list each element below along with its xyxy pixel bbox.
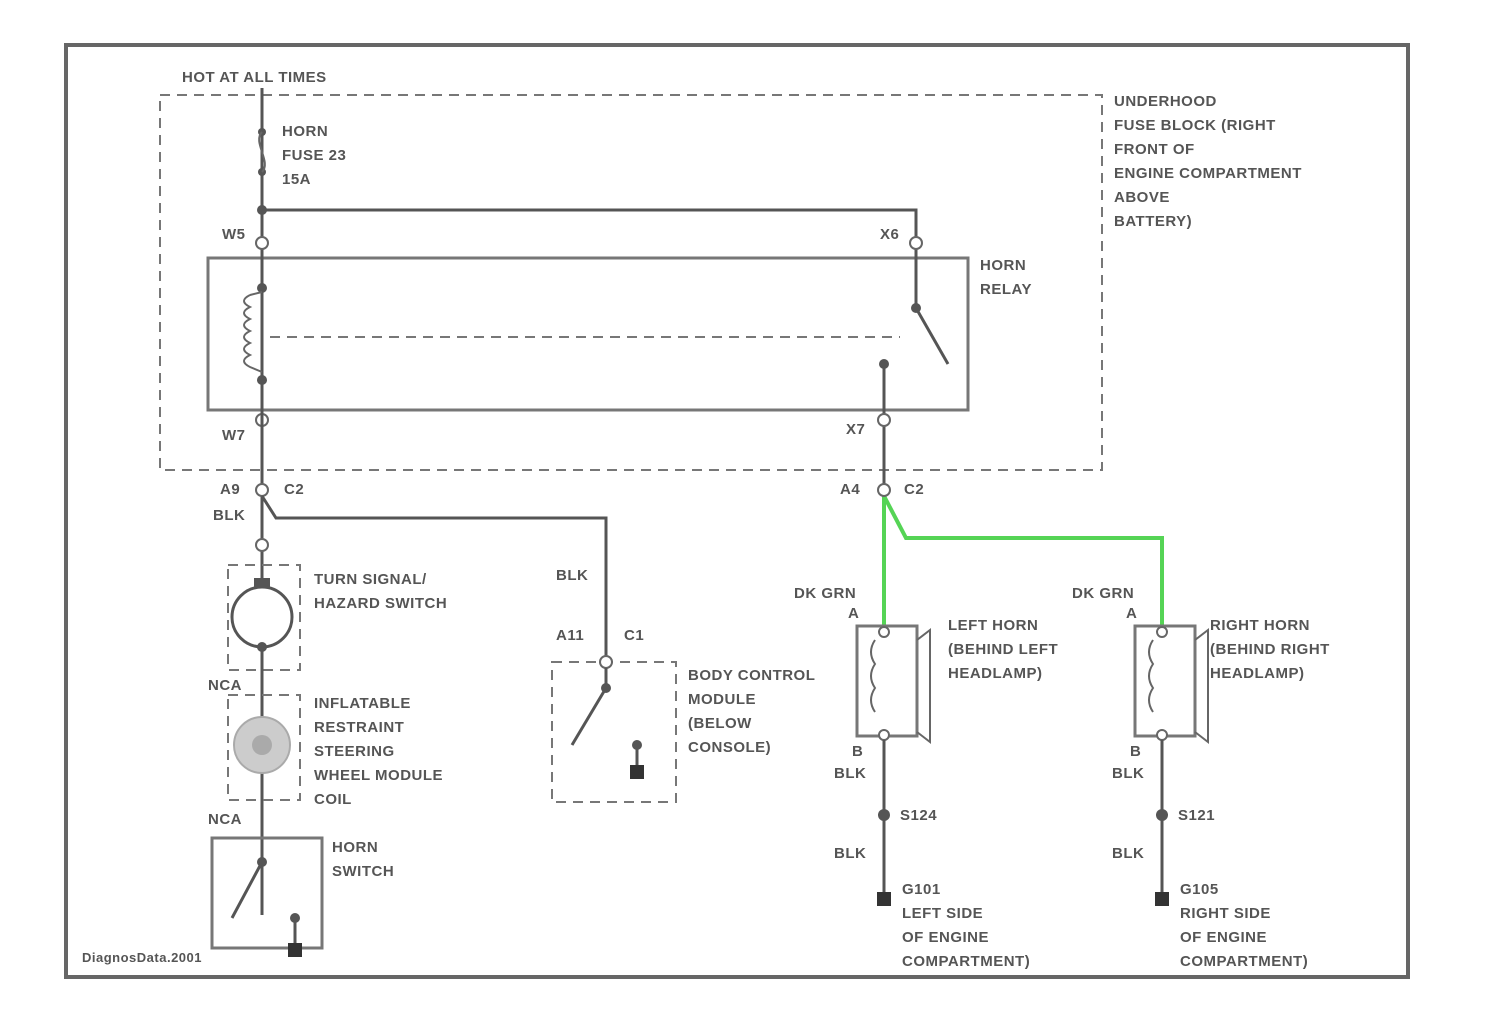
splice-s121-label: S121 xyxy=(1178,807,1215,824)
turn-signal-top-contact xyxy=(254,578,270,588)
ground-g105-label: G105 RIGHT SIDE OF ENGINE COMPARTMENT) xyxy=(1180,881,1308,970)
pin-x7-label: X7 xyxy=(846,421,865,438)
left-horn-pin-b xyxy=(879,730,889,740)
coil-top-node xyxy=(257,283,267,293)
bcm-label: BODY CONTROL MODULE (BELOW CONSOLE) xyxy=(688,667,820,756)
bcm-ground-icon xyxy=(630,765,644,779)
splice-s124-label: S124 xyxy=(900,807,937,824)
bcm-box xyxy=(552,662,676,802)
horn-switch-ground-icon xyxy=(288,943,302,957)
splice-s124 xyxy=(878,809,890,821)
left-horn-icon xyxy=(871,630,930,742)
ground-g101-icon xyxy=(877,892,891,906)
dk-grn-right-label: DK GRN xyxy=(1072,585,1134,602)
ground-g105-icon xyxy=(1155,892,1169,906)
horn-switch-blade xyxy=(232,862,262,918)
wire-blk-label-1: BLK xyxy=(213,507,245,524)
horn-switch-label: HORN SWITCH xyxy=(332,839,394,880)
blk-right-horn-2: BLK xyxy=(1112,845,1144,862)
dk-grn-wire-right xyxy=(884,496,1162,628)
right-horn-icon xyxy=(1149,630,1208,742)
right-horn-pin-a xyxy=(1157,627,1167,637)
bcm-pin-label: A11 xyxy=(556,627,584,644)
connector-a11 xyxy=(600,656,612,668)
horn-relay-box xyxy=(208,258,968,410)
airbag-coil-label: INFLATABLE RESTRAINT STEERING WHEEL MODU… xyxy=(314,695,448,808)
turn-signal-switch-label: TURN SIGNAL/ HAZARD SWITCH xyxy=(314,571,447,612)
right-horn-body xyxy=(1135,626,1195,736)
relay-coil-icon xyxy=(244,292,262,372)
left-horn-label: LEFT HORN (BEHIND LEFT HEADLAMP) xyxy=(948,617,1063,682)
connector-a9 xyxy=(256,484,268,496)
turn-signal-switch-icon xyxy=(232,587,292,647)
connector-a4-label: A4 xyxy=(840,481,860,498)
pin-b-left-label: B xyxy=(852,743,863,760)
right-horn-label: RIGHT HORN (BEHIND RIGHT HEADLAMP) xyxy=(1210,617,1335,682)
ground-g101-label: G101 LEFT SIDE OF ENGINE COMPARTMENT) xyxy=(902,881,1030,970)
blk-left-horn-1: BLK xyxy=(834,765,866,782)
pin-w5-label: W5 xyxy=(222,226,246,243)
fuse-block-label: UNDERHOOD FUSE BLOCK (RIGHT FRONT OF ENG… xyxy=(1114,93,1307,230)
wire-blk-label-2: BLK xyxy=(556,567,588,584)
splice-s121 xyxy=(1156,809,1168,821)
blk-left-horn-2: BLK xyxy=(834,845,866,862)
hot-at-all-times-label: HOT AT ALL TIMES xyxy=(182,69,327,86)
pin-w7-label: W7 xyxy=(222,427,246,444)
connector-a9-label: A9 xyxy=(220,481,240,498)
c2-left-connector-lower xyxy=(256,539,268,551)
connector-x7 xyxy=(878,414,890,426)
right-horn-pin-b xyxy=(1157,730,1167,740)
bcm-switch-blade xyxy=(572,688,606,745)
pin-a-right-label: A xyxy=(1126,605,1137,622)
nca-label-1: NCA xyxy=(208,677,242,694)
horn-switch-box xyxy=(212,838,322,948)
blk-right-horn-1: BLK xyxy=(1112,765,1144,782)
pin-b-right-label: B xyxy=(1130,743,1141,760)
horn-relay-label: HORN RELAY xyxy=(980,257,1032,298)
dk-grn-left-label: DK GRN xyxy=(794,585,856,602)
connector-c2-right-label: C2 xyxy=(904,481,924,498)
left-horn-body xyxy=(857,626,917,736)
connector-a4 xyxy=(878,484,890,496)
airbag-coil-center xyxy=(252,735,272,755)
nca-label-2: NCA xyxy=(208,811,242,828)
relay-switch-blade xyxy=(916,308,948,364)
left-horn-pin-a xyxy=(879,627,889,637)
horn-fuse-label: HORN FUSE 23 15A xyxy=(282,123,351,188)
pin-x6-label: X6 xyxy=(880,226,899,243)
connector-w5 xyxy=(256,237,268,249)
coil-bottom-node xyxy=(257,375,267,385)
pin-a-left-label: A xyxy=(848,605,859,622)
relay-feed-wire xyxy=(262,210,916,258)
connector-x6 xyxy=(910,237,922,249)
connector-c2-left-label: C2 xyxy=(284,481,304,498)
credit-label: DiagnosData.2001 xyxy=(82,950,202,965)
bcm-connector-label: C1 xyxy=(624,627,644,644)
